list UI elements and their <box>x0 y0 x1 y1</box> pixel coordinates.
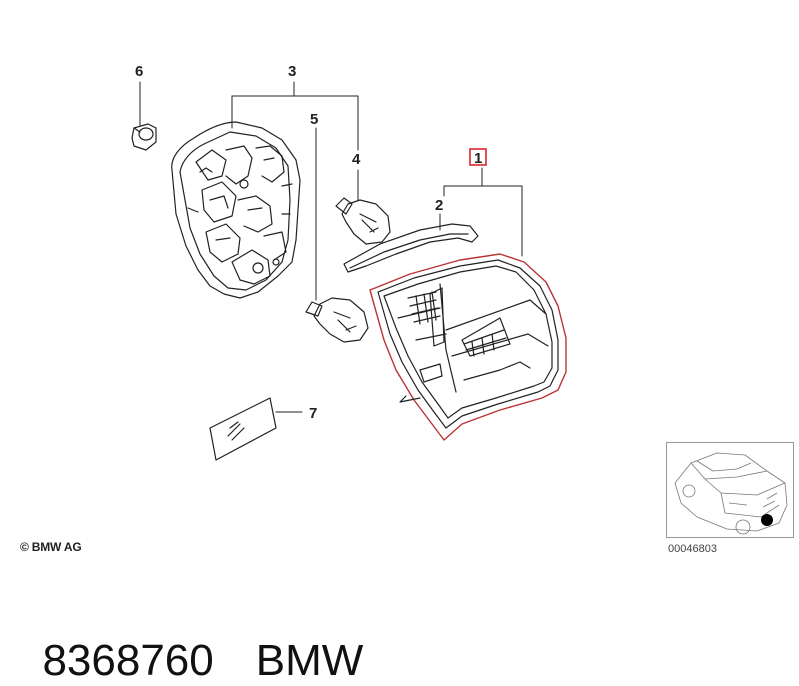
seal-strip-part <box>343 223 479 273</box>
callout-1: 1 <box>474 150 482 167</box>
bulb-holder-part <box>171 121 301 299</box>
callout-3: 3 <box>288 63 296 80</box>
part-caption: 8368760 BMW <box>18 586 363 686</box>
callout-1-highlight-box <box>469 148 487 166</box>
copyright-text: © BMW AG <box>20 540 82 554</box>
brand-name: BMW <box>255 636 364 685</box>
bulb-upper-part <box>335 197 391 245</box>
diagram-reference-number: 00046803 <box>668 543 717 555</box>
rear-light-part <box>369 253 567 441</box>
part-number: 8368760 <box>42 636 214 685</box>
callout-6: 6 <box>135 63 143 80</box>
parts-diagram: 6 3 5 4 2 1 7 <box>131 63 567 461</box>
leader-lines <box>139 81 523 413</box>
callout-7: 7 <box>309 405 317 422</box>
bulb-lower-part <box>305 297 369 343</box>
callout-2: 2 <box>435 197 443 214</box>
label-sticker-part <box>209 397 277 461</box>
vehicle-location-inset <box>666 442 794 538</box>
callout-4: 4 <box>352 151 361 168</box>
callout-5: 5 <box>310 111 318 128</box>
location-marker-dot <box>761 514 773 526</box>
grommet-part <box>131 123 157 151</box>
